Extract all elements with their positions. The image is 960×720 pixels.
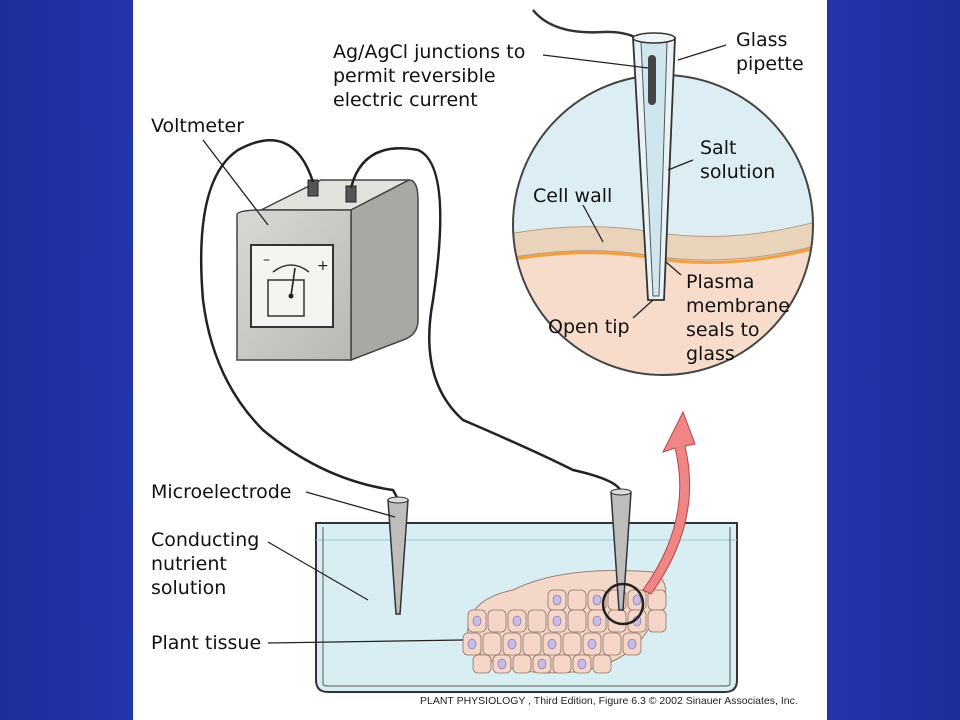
label-cell-wall: Cell wall bbox=[533, 185, 613, 207]
cell-nucleus bbox=[627, 638, 637, 650]
tissue-cell bbox=[592, 654, 612, 674]
cell-nucleus bbox=[472, 615, 482, 627]
cell-nucleus bbox=[552, 615, 562, 627]
glass-pipette bbox=[632, 32, 676, 301]
tissue-cell bbox=[472, 654, 492, 674]
figure-caption: PLANT PHYSIOLOGY , Third Edition, Figure… bbox=[420, 695, 798, 707]
terminal-left bbox=[307, 179, 319, 197]
ag-agcl-electrode bbox=[648, 55, 656, 105]
cell-nucleus bbox=[547, 638, 557, 650]
tissue-cell bbox=[552, 654, 572, 674]
cell-nucleus bbox=[592, 594, 602, 606]
cell-nucleus bbox=[552, 594, 562, 606]
tissue-cell bbox=[567, 609, 587, 633]
label-salt-solution: Salt solution bbox=[700, 137, 776, 183]
tissue-cell bbox=[522, 632, 542, 656]
label-plasma-membrane: Plasma membrane seals to glass bbox=[686, 271, 790, 365]
tissue-cell bbox=[487, 609, 507, 633]
cell-nucleus bbox=[537, 658, 547, 670]
label-agagcl: Ag/AgCl junctions to permit reversible e… bbox=[333, 41, 526, 111]
tissue-cell bbox=[482, 632, 502, 656]
leader-lines bbox=[202, 44, 727, 644]
label-microelectrode: Microelectrode bbox=[151, 481, 292, 503]
tissue-cell bbox=[567, 589, 587, 611]
label-plant-tissue: Plant tissue bbox=[151, 632, 262, 654]
tissue-cell bbox=[512, 654, 532, 674]
tissue-cell bbox=[562, 632, 582, 656]
label-voltmeter: Voltmeter bbox=[151, 115, 245, 137]
magnify-arrow bbox=[642, 410, 696, 595]
cell-nucleus bbox=[512, 615, 522, 627]
meter-minus: – bbox=[263, 252, 270, 268]
cell-nucleus bbox=[587, 638, 597, 650]
tissue-cell bbox=[607, 609, 627, 633]
apparatus-diagram: – + bbox=[199, 9, 814, 693]
plant-tissue bbox=[462, 569, 667, 674]
tissue-cell bbox=[527, 609, 547, 633]
label-open-tip: Open tip bbox=[548, 316, 630, 338]
meter-plus: + bbox=[317, 258, 329, 274]
cell-nucleus bbox=[507, 638, 517, 650]
voltmeter bbox=[236, 179, 419, 362]
cell-nucleus bbox=[632, 594, 642, 606]
figure-panel: – + bbox=[133, 0, 827, 720]
tissue-cell bbox=[602, 632, 622, 656]
cell-nucleus bbox=[577, 658, 587, 670]
cell-nucleus bbox=[467, 638, 477, 650]
wire-left bbox=[199, 139, 400, 501]
label-glass-pipette: Glass pipette bbox=[736, 29, 804, 75]
tissue-cell bbox=[647, 609, 667, 633]
magnify-ring bbox=[601, 582, 645, 626]
cell-nucleus bbox=[592, 615, 602, 627]
label-conducting-solution: Conducting nutrient solution bbox=[151, 529, 260, 599]
cell-nucleus bbox=[497, 658, 507, 670]
terminal-right bbox=[345, 185, 357, 203]
wire-right bbox=[349, 147, 623, 493]
